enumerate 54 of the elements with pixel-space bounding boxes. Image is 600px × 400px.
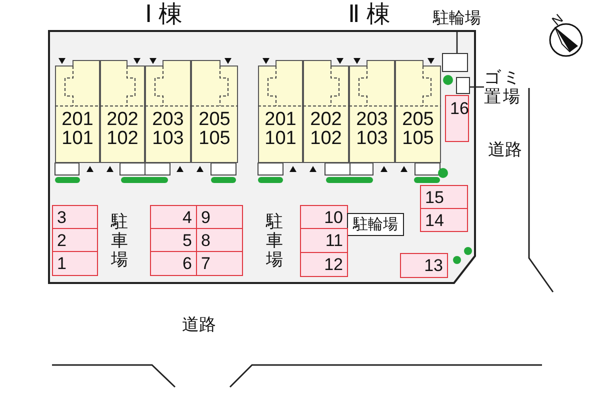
room-number: 105 (198, 129, 232, 148)
parking-space: 2 (52, 228, 98, 252)
apartment-unit (55, 60, 100, 163)
parking-space: 14 (420, 208, 468, 232)
parking-space: 8 (196, 228, 243, 252)
apartment-unit (395, 60, 441, 163)
room-number: 101 (264, 129, 298, 148)
parking-space: 15 (420, 185, 468, 209)
leader-line (456, 30, 458, 53)
parking-area-label: 駐車場 (266, 212, 284, 269)
room-number: 105 (401, 129, 435, 148)
room-number: 103 (355, 129, 389, 148)
room-number: 205 (401, 110, 435, 129)
parking-space: 3 (52, 205, 98, 229)
area-label: 駐輪場 (428, 8, 486, 30)
road-label: 道路 (488, 141, 522, 160)
apartment-unit (145, 60, 191, 163)
apartment-unit (303, 60, 349, 163)
small-building-box (442, 53, 468, 72)
parking-space: 10 (300, 205, 348, 229)
room-number: 203 (151, 110, 185, 129)
room-number: 201 (264, 110, 298, 129)
apartment-unit (258, 60, 303, 163)
apartment-unit (349, 60, 395, 163)
parking-space: 12 (300, 252, 348, 277)
area-label: ゴミ置場 (484, 68, 524, 106)
parking-area-label: 駐車場 (111, 212, 129, 269)
parking-space: 4 (150, 205, 197, 229)
room-number: 102 (309, 129, 343, 148)
parking-space: 6 (150, 251, 197, 276)
building-label: Ⅰ 棟 (145, 2, 183, 28)
parking-space: 1 (52, 251, 98, 276)
bicycle-parking-sign: 駐輪場 (347, 213, 404, 236)
parking-space: 9 (196, 205, 243, 229)
parking-space: 11 (300, 228, 348, 253)
room-number: 102 (106, 129, 140, 148)
room-number: 202 (309, 110, 343, 129)
site-outline (48, 30, 476, 284)
room-number: 103 (151, 129, 185, 148)
room-number: 101 (60, 129, 94, 148)
parking-space: 13 (400, 253, 448, 278)
parking-space: 5 (150, 228, 197, 252)
apartment-unit (191, 60, 238, 163)
road-label: 道路 (182, 316, 216, 335)
north-letter: N (550, 12, 566, 29)
apartment-unit (100, 60, 145, 163)
room-number: 203 (355, 110, 389, 129)
building-label: Ⅱ 棟 (348, 2, 391, 28)
room-number: 205 (198, 110, 232, 129)
parking-space: 7 (196, 251, 243, 276)
small-building-box (456, 77, 470, 94)
room-number: 201 (60, 110, 94, 129)
leader-line (470, 86, 484, 88)
room-number: 202 (106, 110, 140, 129)
